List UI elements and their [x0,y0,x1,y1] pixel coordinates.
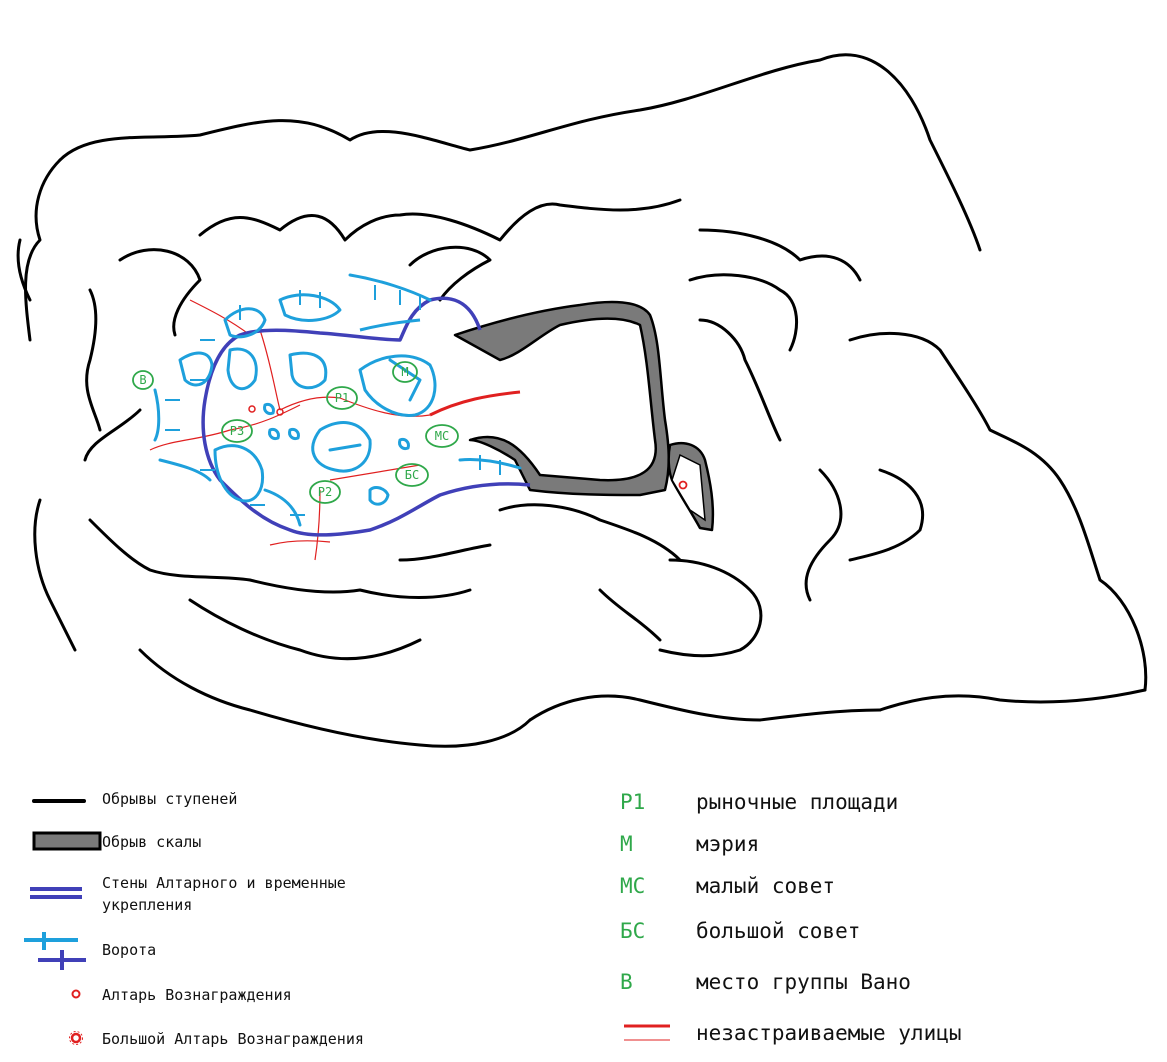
legend-code-row-ms: МС малый совет [620,874,835,898]
label-p2: Р2 [318,485,332,499]
street-lines [149,299,431,561]
blue-double-line-icon [30,887,82,899]
gate-marks [165,285,501,516]
small-altar-icon [248,405,256,413]
altar-icons [248,405,688,490]
altar-district-wall [201,296,531,537]
legend-row-altar: Алтарь Вознаграждения [20,980,292,1010]
legend-text-big-altar: Большой Алтарь Вознаграждения [102,1030,364,1048]
legend-code-row-bs: БС большой совет [620,919,860,943]
label-ms: МС [435,429,449,443]
main-street [429,390,521,417]
label-ring-p3 [221,419,253,443]
legend-row-gates: Ворота [20,930,156,970]
rock-cliff-areas [453,300,715,532]
label-ring-p2 [309,480,341,504]
red-street-line-icon [624,1024,670,1041]
legend-row-steps: Обрывы ступеней [20,784,237,814]
label-p3: Р3 [230,424,244,438]
label-ring-bs [395,463,429,487]
legend-text-gates: Ворота [102,941,157,959]
black-line-icon [32,799,86,803]
desc-ms: малый совет [696,874,836,898]
label-ring-v [132,370,154,390]
label-m: М [401,365,408,379]
gate-cross-icon [24,932,86,970]
big-altar-icon [69,1031,83,1045]
legend-row-cliff: Обрыв скалы [20,827,201,857]
legend-code-row-v: В место группы Вано [620,970,911,994]
code-m: М [620,832,633,856]
label-ring-ms [425,424,459,448]
label-v: В [139,373,146,387]
settlement-map: Р1 М МС БС Р2 Р3 В [16,53,1148,748]
legend-text-steps: Обрывы ступеней [102,790,238,808]
legend-row-big-altar: Большой Алтарь Вознаграждения [20,1024,364,1054]
desc-m: мэрия [696,832,760,856]
small-altar-icon [276,408,284,416]
code-ms: МС [620,874,646,898]
label-ring-p1 [326,386,358,410]
step-cliff-lines [16,53,1148,748]
desc-p1: рыночные площади [696,790,899,814]
legend-code-row-p1: Р1 рыночные площади [620,790,898,814]
desc-v: место группы Вано [696,970,911,994]
legend-code-row-m: М мэрия [620,832,759,856]
big-altar-icon [678,480,688,490]
legend-code-row-streets: незастраиваемые улицы [620,1020,962,1046]
district-labels [132,361,459,504]
legend-text-altar: Алтарь Вознаграждения [102,986,292,1004]
altar-plateau [671,453,706,522]
gray-bar-icon [32,831,102,851]
legend-text-cliff: Обрыв скалы [102,833,202,851]
small-altar-icon [71,989,81,999]
code-bs: БС [620,919,646,943]
code-p1: Р1 [620,790,646,814]
legend-row-walls: Стены Алтарного и временные укрепления [20,872,422,916]
desc-bs: большой совет [696,919,861,943]
label-bs: БС [405,468,419,482]
legend-text-walls: Стены Алтарного и временные укрепления [102,874,346,914]
label-p1: Р1 [335,391,349,405]
label-ring-m [392,361,418,383]
inner-wall-north [359,318,421,332]
code-v: В [620,970,633,994]
desc-streets: незастраиваемые улицы [696,1021,962,1045]
